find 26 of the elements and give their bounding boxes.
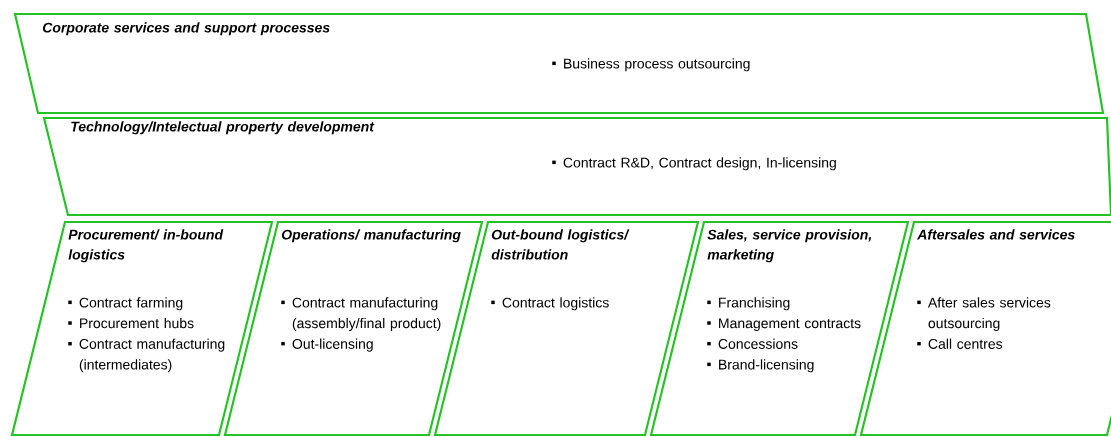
heading: Out-bound logistics/ distribution <box>491 229 630 260</box>
bullet-item: Contract manufacturing (assembly/final product) <box>281 297 441 331</box>
parallelogram-box <box>13 12 1105 115</box>
bullet-item: Concessions <box>707 338 798 349</box>
parallelogram-box <box>10 220 274 437</box>
parallelogram-box <box>42 116 1111 217</box>
bullet-item: Contract logistics <box>491 297 609 311</box>
heading: Corporate services and support processes <box>42 22 330 36</box>
bullet-item: Franchising <box>707 297 790 311</box>
bullet-item: Contract manufacturing (intermediates) <box>68 338 225 373</box>
heading: Sales, service provision, marketing <box>707 229 872 263</box>
heading: Operations/ manufacturing <box>281 229 461 243</box>
bullet-item: Management contracts <box>707 318 861 331</box>
bullet-item: After sales services outsourcing <box>917 297 1051 331</box>
bullet-item: Procurement hubs <box>68 317 194 329</box>
heading: Procurement/ in-bound logistics <box>68 229 224 263</box>
bullet-item: Contract R&D, Contract design, In-licensing <box>552 157 836 171</box>
bullet-item: Contract farming <box>68 297 183 311</box>
heading: Technology/Intelectual property development <box>71 121 375 135</box>
bullet-item: Brand-licensing <box>707 359 814 373</box>
parallelogram-box <box>223 220 484 437</box>
bullet-item: Business process outsourcing <box>552 58 750 72</box>
bullet-item: Out-licensing <box>281 338 373 352</box>
parallelogram-box <box>649 220 910 437</box>
heading: Aftersales and services <box>917 229 1075 240</box>
bullet-item: Call centres <box>917 338 1003 349</box>
